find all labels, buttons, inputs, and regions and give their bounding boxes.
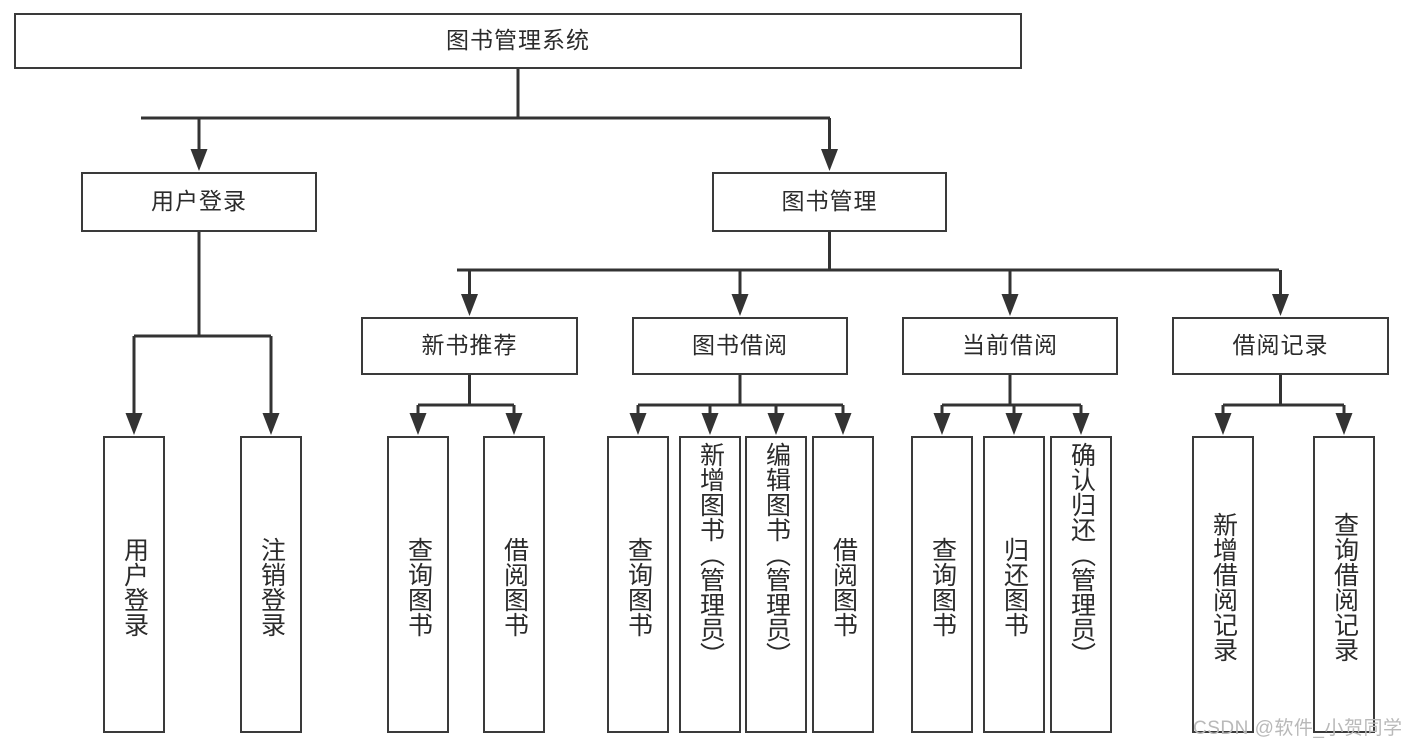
node-label: 借阅图书: [500, 536, 529, 637]
node-book-borrow[interactable]: 图书借阅: [632, 317, 848, 375]
arrowhead-leaf-query-book-3: [933, 413, 951, 435]
vertical-text-wrap: 注销登录: [242, 442, 300, 731]
arrowhead-leaf-query-record: [1335, 413, 1353, 435]
arrowhead-leaf-add-record: [1214, 413, 1232, 435]
arrowhead-leaf-user-logout: [262, 413, 280, 435]
node-user-login[interactable]: 用户登录: [81, 172, 317, 232]
vertical-text-wrap: 新增借阅记录: [1194, 442, 1252, 731]
node-label: 归还图书: [1000, 536, 1029, 637]
arrowhead-user-login: [190, 149, 208, 171]
node-leaf-leaf-confirm-return[interactable]: 确认归还（管理员）: [1050, 436, 1112, 733]
node-label: 新书推荐: [421, 332, 518, 359]
node-leaf-leaf-return-book[interactable]: 归还图书: [983, 436, 1045, 733]
node-leaf-leaf-query-book-3[interactable]: 查询图书: [911, 436, 973, 733]
vertical-text-wrap: 新增图书（管理员）: [681, 442, 739, 731]
arrowhead-leaf-user-login: [125, 413, 143, 435]
arrowhead-new-book-recommend: [461, 294, 478, 316]
arrowhead-book-manage: [821, 149, 838, 171]
node-label: 借阅图书: [829, 536, 858, 637]
vertical-text-wrap: 用户登录: [105, 442, 163, 731]
arrowhead-leaf-return-book: [1005, 413, 1023, 435]
node-label: 新增借阅记录: [1209, 511, 1238, 662]
vertical-text-wrap: 确认归还（管理员）: [1052, 442, 1110, 731]
node-new-book-recommend[interactable]: 新书推荐: [361, 317, 578, 375]
node-label: 查询图书: [928, 536, 957, 637]
vertical-text-wrap: 借阅图书: [814, 442, 872, 731]
node-leaf-leaf-query-book-2[interactable]: 查询图书: [607, 436, 669, 733]
vertical-text-wrap: 查询图书: [913, 442, 971, 731]
arrowhead-leaf-query-book-2: [629, 413, 647, 435]
node-label: 查询图书: [404, 536, 433, 637]
arrowhead-borrow-record: [1272, 294, 1289, 316]
arrowhead-leaf-borrow-book-1: [505, 413, 523, 435]
node-label: 注销登录: [257, 536, 286, 637]
node-label: 图书管理: [781, 188, 878, 215]
node-label: 编辑图书（管理员）: [762, 442, 791, 667]
node-label: 借阅记录: [1232, 332, 1329, 359]
node-label: 新增图书（管理员）: [696, 442, 725, 667]
node-leaf-leaf-add-record[interactable]: 新增借阅记录: [1192, 436, 1254, 733]
vertical-text-wrap: 查询图书: [609, 442, 667, 731]
arrowhead-leaf-borrow-book-2: [834, 413, 852, 435]
node-label: 当前借阅: [962, 332, 1058, 359]
node-leaf-leaf-edit-book[interactable]: 编辑图书（管理员）: [745, 436, 807, 733]
arrowhead-leaf-query-book-1: [409, 413, 427, 435]
node-label: 用户登录: [151, 188, 247, 215]
vertical-text-wrap: 查询借阅记录: [1315, 442, 1373, 731]
node-leaf-leaf-query-book-1[interactable]: 查询图书: [387, 436, 449, 733]
node-label: 确认归还（管理员）: [1067, 442, 1096, 667]
vertical-text-wrap: 借阅图书: [485, 442, 543, 731]
node-root-root[interactable]: 图书管理系统: [14, 13, 1022, 69]
node-label: 用户登录: [120, 536, 149, 637]
arrowhead-leaf-add-book: [701, 413, 719, 435]
node-leaf-leaf-borrow-book-2[interactable]: 借阅图书: [812, 436, 874, 733]
vertical-text-wrap: 查询图书: [389, 442, 447, 731]
node-book-manage[interactable]: 图书管理: [712, 172, 947, 232]
node-leaf-leaf-query-record[interactable]: 查询借阅记录: [1313, 436, 1375, 733]
vertical-text-wrap: 归还图书: [985, 442, 1043, 731]
arrowhead-book-borrow: [731, 294, 749, 316]
node-borrow-record[interactable]: 借阅记录: [1172, 317, 1389, 375]
arrowhead-current-borrow: [1001, 294, 1019, 316]
node-label: 图书借阅: [692, 332, 788, 359]
arrowhead-leaf-confirm-return: [1072, 413, 1090, 435]
node-leaf-leaf-add-book[interactable]: 新增图书（管理员）: [679, 436, 741, 733]
arrowhead-leaf-edit-book: [767, 413, 785, 435]
vertical-text-wrap: 编辑图书（管理员）: [747, 442, 805, 731]
node-leaf-leaf-user-login[interactable]: 用户登录: [103, 436, 165, 733]
node-leaf-leaf-borrow-book-1[interactable]: 借阅图书: [483, 436, 545, 733]
node-leaf-leaf-user-logout[interactable]: 注销登录: [240, 436, 302, 733]
node-current-borrow[interactable]: 当前借阅: [902, 317, 1118, 375]
node-label: 图书管理系统: [446, 27, 590, 54]
node-label: 查询图书: [624, 536, 653, 637]
node-label: 查询借阅记录: [1330, 511, 1359, 662]
